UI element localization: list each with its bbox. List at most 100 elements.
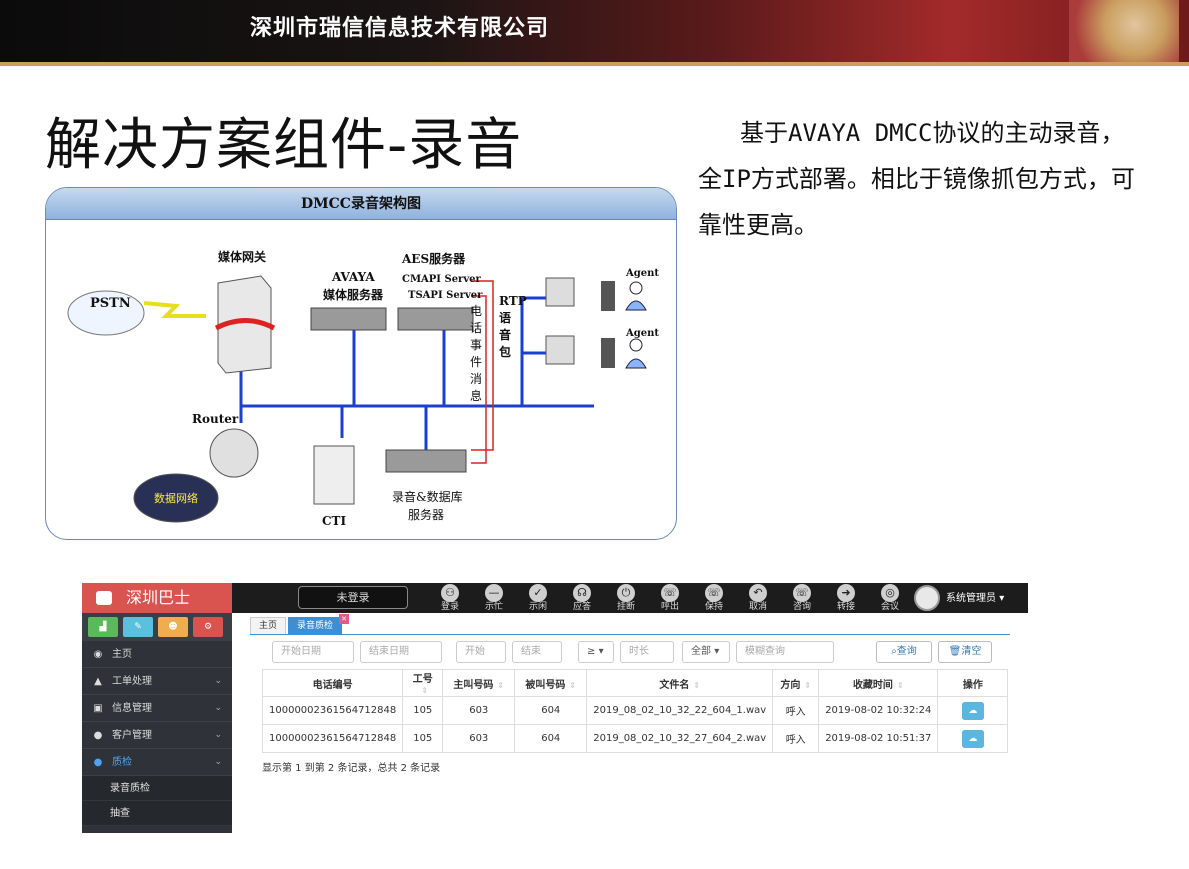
search-button[interactable]: ⌕查询 <box>876 641 932 663</box>
slide-description: 基于AVAYA DMCC协议的主动录音，全IP方式部署。相比于镜像抓包方式，可靠… <box>698 119 1135 239</box>
toolbar-label: 会议 <box>880 602 899 612</box>
column-header-label: 工号 <box>412 674 433 685</box>
column-header-label: 操作 <box>962 679 983 691</box>
sort-icon[interactable]: ⇕ <box>804 680 812 690</box>
sort-icon[interactable]: ⇕ <box>693 680 701 690</box>
column-header[interactable]: 收藏时间⇕ <box>818 669 939 697</box>
sidebar-item-label: 客户管理 <box>112 730 152 741</box>
quick-actions: ▟ ✎ ☻ ⚙ <box>82 613 232 641</box>
label-media-server: 媒体服务器 <box>323 288 384 302</box>
transfer-button[interactable]: ➜转接 <box>826 584 866 612</box>
hangup-button[interactable]: ⏻挂断 <box>606 584 646 612</box>
label-call-event: 电话事件消息 <box>470 304 483 403</box>
end-date-input[interactable]: 结束日期 <box>360 641 442 663</box>
sort-icon[interactable]: ⇕ <box>497 680 505 690</box>
table-cell: 604 <box>514 724 588 753</box>
bus-icon <box>96 591 112 605</box>
sort-icon[interactable]: ⇕ <box>896 680 904 690</box>
answer-icon: ☊ <box>573 584 591 602</box>
login-status: 未登录 <box>298 586 408 609</box>
sidebar-subitem[interactable]: 录音质检 <box>82 776 232 801</box>
end-input[interactable]: 结束 <box>512 641 562 663</box>
sidebar-item[interactable]: ●客户管理⌄ <box>82 722 232 749</box>
sidebar-item[interactable]: ◉主页 <box>82 641 232 668</box>
edit-icon[interactable]: ✎ <box>123 617 153 637</box>
column-header[interactable]: 被叫号码⇕ <box>514 669 588 697</box>
start-date-input[interactable]: 开始日期 <box>272 641 354 663</box>
download-icon[interactable]: ☁ <box>961 729 984 748</box>
tab-label: 录音质检 <box>297 621 334 631</box>
sort-icon[interactable]: ⇕ <box>569 680 577 690</box>
column-header-label: 主叫号码 <box>453 679 494 691</box>
sort-icon[interactable]: ⇕ <box>421 686 429 695</box>
toolbar-label: 咨询 <box>792 602 811 612</box>
close-icon[interactable]: ✕ <box>339 614 350 624</box>
hold-button[interactable]: ☏保持 <box>694 584 734 612</box>
label-pstn: PSTN <box>90 296 131 311</box>
user-menu[interactable]: 系统管理员 ▾ <box>914 585 1004 612</box>
column-header[interactable]: 方向⇕ <box>772 669 820 697</box>
call-out-button[interactable]: ☏呼出 <box>650 584 690 612</box>
cancel-button[interactable]: ↶取消 <box>738 584 778 612</box>
transfer-icon: ➜ <box>837 584 855 602</box>
users-icon[interactable]: ☻ <box>158 617 188 637</box>
login-icon: ⚇ <box>441 584 459 602</box>
login-button[interactable]: ⚇登录 <box>430 584 470 612</box>
tab-home[interactable]: 主页 <box>250 617 287 634</box>
sidebar-item[interactable]: ▲工单处理⌄ <box>82 668 232 695</box>
chart-icon[interactable]: ▟ <box>88 617 118 637</box>
duration-input[interactable]: 时长 <box>620 641 674 663</box>
download-icon[interactable]: ☁ <box>961 701 984 720</box>
brand[interactable]: 深圳巴士 <box>82 583 232 613</box>
search-icon: ⌕ <box>891 646 897 657</box>
column-header[interactable]: 主叫号码⇕ <box>442 669 516 697</box>
sidebar: ▟ ✎ ☻ ⚙ ◉主页▲工单处理⌄▣信息管理⌄●客户管理⌄●质检⌄ 录音质检抽查 <box>82 613 232 833</box>
column-header: 操作 <box>937 669 1009 697</box>
toolbar-label: 应答 <box>572 602 591 612</box>
conference-icon: ◎ <box>881 584 899 602</box>
answer-button[interactable]: ☊应答 <box>562 584 602 612</box>
tab-bar: 主页 录音质检 ✕ <box>250 614 1010 635</box>
user-name: 系统管理员 <box>946 593 996 604</box>
hold-icon: ☏ <box>705 584 723 602</box>
consult-button[interactable]: ☏咨询 <box>782 584 822 612</box>
call-out-icon: ☏ <box>661 584 679 602</box>
filter-bar: 开始日期 结束日期 开始 结束 ≥ ▾ 时长 全部 ▾ 模糊查询 ⌕查询 🗑清空 <box>272 641 1022 663</box>
label-agent-1: Agent <box>626 268 660 279</box>
column-header-label: 电话编号 <box>312 679 353 691</box>
company-name: 深圳市瑞信信息技术有限公司 <box>250 16 550 41</box>
trash-icon: 🗑 <box>948 646 962 657</box>
table-cell: 2019-08-02 10:32:24 <box>818 696 939 725</box>
caret-down-icon: ▾ <box>598 646 604 657</box>
conference-button[interactable]: ◎会议 <box>870 584 910 612</box>
sidebar-item[interactable]: ▣信息管理⌄ <box>82 695 232 722</box>
sidebar-subitem[interactable]: 抽查 <box>82 801 232 826</box>
column-header-label: 被叫号码 <box>525 679 566 691</box>
busy-button[interactable]: —示忙 <box>474 584 514 612</box>
actions-cell: ☁▶ <box>937 696 1009 725</box>
sidebar-item-label: 质检 <box>112 757 132 768</box>
operator-select[interactable]: ≥ ▾ <box>578 641 614 663</box>
scope-select[interactable]: 全部 ▾ <box>682 641 730 663</box>
sidebar-item[interactable]: ●质检⌄ <box>82 749 232 776</box>
search-label: 查询 <box>896 646 917 657</box>
column-header[interactable]: 工号⇕ <box>402 669 444 697</box>
column-header[interactable]: 文件名⇕ <box>586 669 774 697</box>
label-data-network: 数据网络 <box>154 492 198 505</box>
start-input[interactable]: 开始 <box>456 641 506 663</box>
tab-recording-qc[interactable]: 录音质检 ✕ <box>288 614 350 634</box>
avatar <box>914 585 940 611</box>
column-header[interactable]: 电话编号 <box>261 669 404 697</box>
label-cti: CTI <box>322 514 347 528</box>
settings-icon[interactable]: ⚙ <box>193 617 223 637</box>
table-cell: 2019_08_02_10_32_27_604_2.wav <box>586 724 774 753</box>
label-recorder: 录音&数据库 <box>392 490 463 504</box>
chevron-down-icon: ⌄ <box>214 730 222 740</box>
table-cell: 603 <box>442 724 516 753</box>
fuzzy-search-input[interactable]: 模糊查询 <box>736 641 834 663</box>
clear-button[interactable]: 🗑清空 <box>938 641 992 663</box>
actions-cell: ☁▶ <box>937 724 1009 753</box>
idle-button[interactable]: ✓示闲 <box>518 584 558 612</box>
